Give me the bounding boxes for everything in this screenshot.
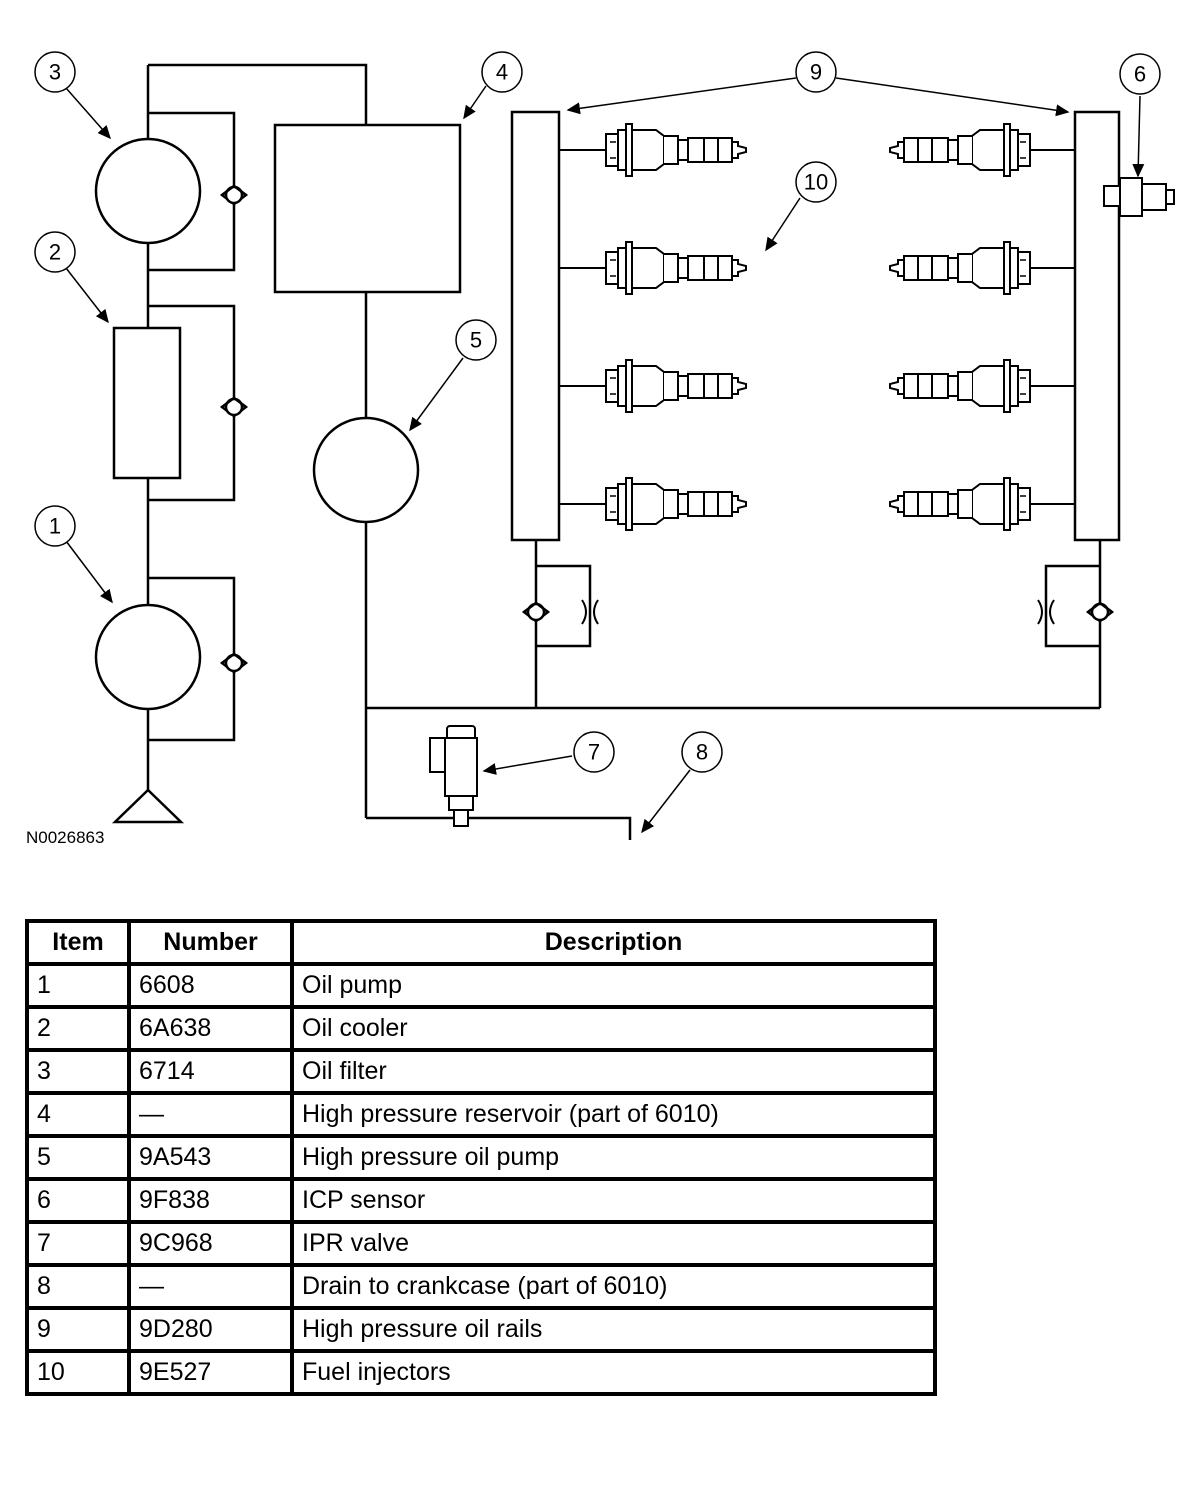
ipr-valve-symbol xyxy=(429,725,478,827)
hp-pump-symbol xyxy=(312,416,420,524)
callout-2-bubble xyxy=(34,231,76,273)
cell-item: 4 xyxy=(25,1091,131,1138)
fuel-injector xyxy=(888,358,1032,414)
callout-9-bubble xyxy=(795,51,837,93)
callout-8-label: 8 xyxy=(696,740,708,765)
cell-description: Drain to crankcase (part of 6010) xyxy=(290,1263,937,1310)
cell-description: ICP sensor xyxy=(290,1177,937,1224)
cell-description: Oil cooler xyxy=(290,1005,937,1052)
figure-id: N0026863 xyxy=(26,828,104,847)
cell-item: 3 xyxy=(25,1048,131,1095)
table-row: 4—High pressure reservoir (part of 6010) xyxy=(25,1091,937,1138)
header-description: Description xyxy=(290,919,937,966)
callout-6-bubble xyxy=(1119,53,1161,95)
fuel-injector xyxy=(888,240,1032,296)
fuel-injector xyxy=(604,240,748,296)
sump-symbol xyxy=(111,788,185,824)
cell-description: IPR valve xyxy=(290,1220,937,1267)
pump-to-reservoir-line xyxy=(148,63,368,125)
cell-item: 10 xyxy=(25,1349,131,1396)
cell-description: Fuel injectors xyxy=(290,1349,937,1396)
cell-item: 6 xyxy=(25,1177,131,1224)
cell-description: Oil filter xyxy=(290,1048,937,1095)
callout-10-bubble xyxy=(795,161,837,203)
callout-3-label: 3 xyxy=(49,60,61,85)
fuel-injector xyxy=(604,122,748,178)
oil-system-diagram: 3 2 1 4 5 6 7 8 9 10 N0026863 xyxy=(26,51,1175,847)
left-oil-rail xyxy=(510,110,561,542)
fuel-injector xyxy=(604,358,748,414)
callout-1-label: 1 xyxy=(49,514,61,539)
oil-cooler-symbol xyxy=(112,326,182,480)
callout-7-bubble xyxy=(573,731,615,773)
cell-number: 9A543 xyxy=(127,1134,294,1181)
drain-line xyxy=(366,816,632,840)
cell-number: 6608 xyxy=(127,962,294,1009)
callout-2-label: 2 xyxy=(49,240,61,265)
header-item: Item xyxy=(25,919,131,966)
oil-pump-symbol xyxy=(94,603,202,711)
callout-5-bubble xyxy=(455,319,497,361)
callout-6-label: 6 xyxy=(1134,62,1146,87)
cell-item: 9 xyxy=(25,1306,131,1353)
table-header-row: Item Number Description xyxy=(25,919,937,966)
fuel-injector xyxy=(888,122,1032,178)
callout-5-label: 5 xyxy=(470,328,482,353)
header-number: Number xyxy=(127,919,294,966)
cell-item: 7 xyxy=(25,1220,131,1267)
right-oil-rail xyxy=(1073,110,1121,542)
cell-number: 6A638 xyxy=(127,1005,294,1052)
cell-number: — xyxy=(127,1263,294,1310)
callout-4-label: 4 xyxy=(496,60,508,85)
callout-9-label: 9 xyxy=(810,60,822,85)
callout-7-label: 7 xyxy=(588,740,600,765)
cell-description: High pressure reservoir (part of 6010) xyxy=(290,1091,937,1138)
oil-filter-symbol xyxy=(94,137,202,245)
cell-item: 1 xyxy=(25,962,131,1009)
reservoir-symbol xyxy=(273,123,462,294)
cell-number: — xyxy=(127,1091,294,1138)
cell-number: 9F838 xyxy=(127,1177,294,1224)
fuel-injector xyxy=(604,476,748,532)
cell-number: 9E527 xyxy=(127,1349,294,1396)
cooler-bypass-valve xyxy=(220,396,248,418)
cell-item: 8 xyxy=(25,1263,131,1310)
cell-description: High pressure oil rails xyxy=(290,1306,937,1353)
callout-3-bubble xyxy=(34,51,76,93)
cell-item: 5 xyxy=(25,1134,131,1181)
callout-10-label: 10 xyxy=(804,170,828,195)
cell-description: High pressure oil pump xyxy=(290,1134,937,1181)
cell-item: 2 xyxy=(25,1005,131,1052)
cell-number: 6714 xyxy=(127,1048,294,1095)
icp-sensor-symbol xyxy=(1103,177,1175,217)
cell-number: 9C968 xyxy=(127,1220,294,1267)
cell-description: Oil pump xyxy=(290,962,937,1009)
fuel-injector xyxy=(888,476,1032,532)
callout-8-bubble xyxy=(681,731,723,773)
pump-relief-valve xyxy=(220,652,248,674)
callout-4-bubble xyxy=(481,51,523,93)
callout-1-bubble xyxy=(34,505,76,547)
cell-number: 9D280 xyxy=(127,1306,294,1353)
filter-bypass-valve xyxy=(220,184,248,206)
table-row: 8—Drain to crankcase (part of 6010) xyxy=(25,1263,937,1310)
